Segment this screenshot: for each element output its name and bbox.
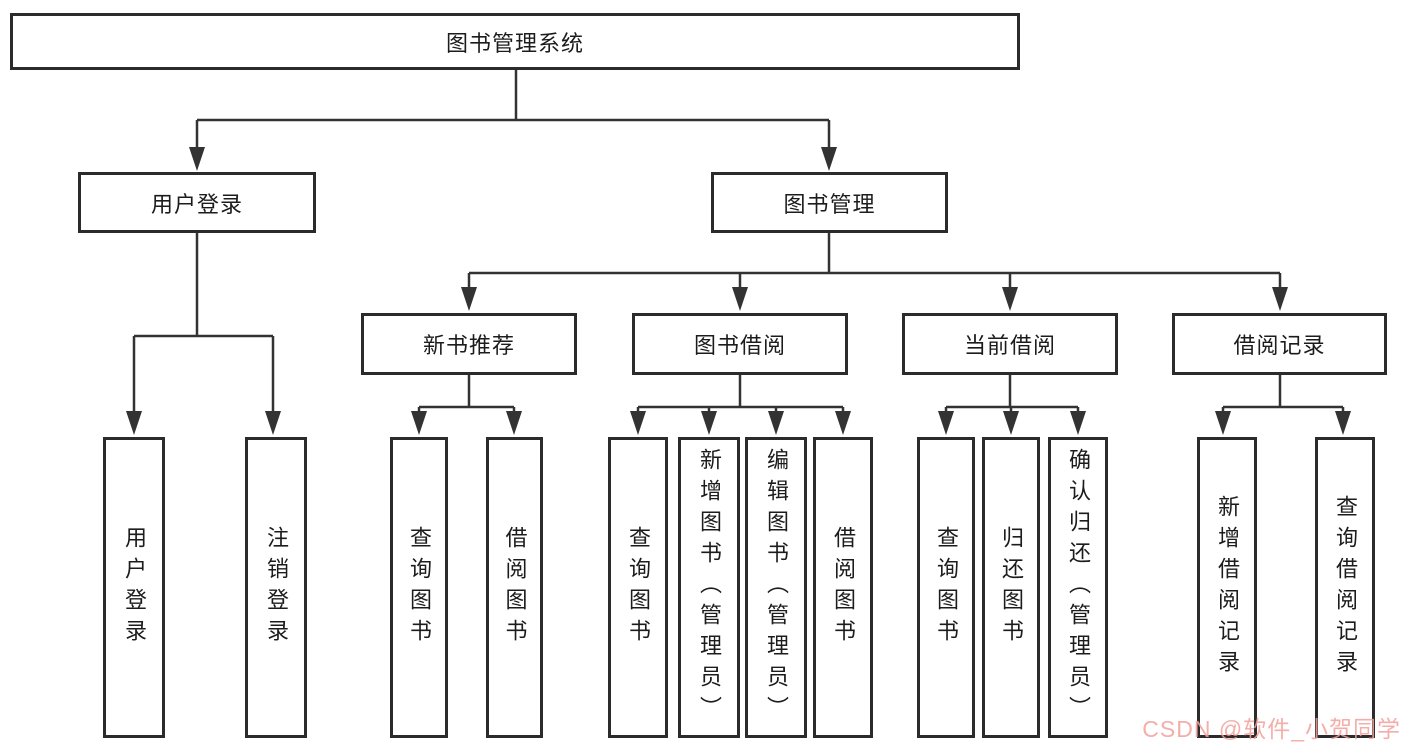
arrow-down-icon	[411, 411, 427, 435]
leaf-label: 查询图书	[626, 525, 651, 650]
leaf-label: 新增借阅记录	[1215, 494, 1240, 681]
leaf-recommend-borrow-book: 借阅图书	[486, 437, 543, 738]
connector-current-to-leaves	[944, 375, 1080, 414]
arrow-down-icon	[461, 287, 477, 311]
arrow-down-icon	[126, 411, 142, 435]
csdn-watermark: CSDN @软件_小贺同学	[1142, 716, 1401, 742]
leaf-label: 归还图书	[999, 525, 1024, 650]
arrow-down-icon	[1003, 411, 1019, 435]
leaf-current-return-book: 归还图书	[982, 437, 1040, 738]
arrow-down-icon	[732, 287, 748, 311]
leaf-label: 借阅图书	[831, 525, 856, 650]
node-current-borrow: 当前借阅	[902, 313, 1118, 375]
arrow-down-icon	[821, 147, 837, 171]
leaf-record-query-borrow-record: 查询借阅记录	[1315, 437, 1375, 738]
connector-recommend-to-leaves	[417, 375, 516, 414]
leaf-label: 用户登录	[122, 525, 147, 650]
connector-record-to-leaves	[1221, 375, 1345, 414]
arrow-down-icon	[1335, 411, 1351, 435]
arrow-down-icon	[768, 411, 784, 435]
arrow-down-icon	[506, 411, 522, 435]
node-root-system: 图书管理系统	[10, 13, 1020, 70]
leaf-label: 编辑图书（管理员）	[764, 448, 789, 727]
leaf-label: 新增图书（管理员）	[697, 448, 722, 727]
leaf-label: 查询借阅记录	[1333, 494, 1358, 681]
arrow-down-icon	[1215, 411, 1231, 435]
arrow-down-icon	[189, 147, 205, 171]
connector-manage-to-level3	[467, 233, 1282, 290]
arrow-down-icon	[938, 411, 954, 435]
leaf-recommend-query-book: 查询图书	[390, 437, 448, 738]
leaf-label: 查询图书	[934, 525, 959, 650]
leaf-label: 查询图书	[407, 525, 432, 650]
leaf-label: 确认归还（管理员）	[1066, 448, 1091, 727]
leaf-logout-login: 注销登录	[245, 437, 307, 738]
arrow-down-icon	[835, 411, 851, 435]
leaf-borrow-borrow-book: 借阅图书	[813, 437, 873, 738]
arrow-down-icon	[701, 411, 717, 435]
node-new-book-recommend: 新书推荐	[361, 313, 577, 375]
node-book-manage: 图书管理	[711, 172, 948, 233]
arrow-down-icon	[265, 411, 281, 435]
arrow-down-icon	[1070, 411, 1086, 435]
leaf-borrow-edit-book-admin: 编辑图书（管理员）	[745, 437, 807, 738]
connector-borrow-to-leaves	[636, 375, 845, 414]
connector-login-to-leaves	[132, 233, 275, 414]
leaf-label: 借阅图书	[502, 525, 528, 650]
leaf-current-confirm-return-admin: 确认归还（管理员）	[1048, 437, 1108, 738]
connector-root-to-level2	[195, 70, 831, 149]
arrow-down-icon	[1272, 287, 1288, 311]
node-user-login: 用户登录	[78, 172, 316, 233]
leaf-record-add-borrow-record: 新增借阅记录	[1197, 437, 1257, 738]
leaf-current-query-book: 查询图书	[917, 437, 975, 738]
node-borrow-record: 借阅记录	[1172, 313, 1387, 375]
leaf-borrow-add-book-admin: 新增图书（管理员）	[678, 437, 740, 738]
arrow-down-icon	[630, 411, 646, 435]
leaf-label: 注销登录	[264, 525, 289, 650]
leaf-user-login: 用户登录	[103, 437, 165, 738]
arrowheads	[126, 147, 1351, 435]
leaf-borrow-query-book: 查询图书	[608, 437, 668, 738]
node-book-borrow: 图书借阅	[632, 313, 848, 375]
arrow-down-icon	[1002, 287, 1018, 311]
